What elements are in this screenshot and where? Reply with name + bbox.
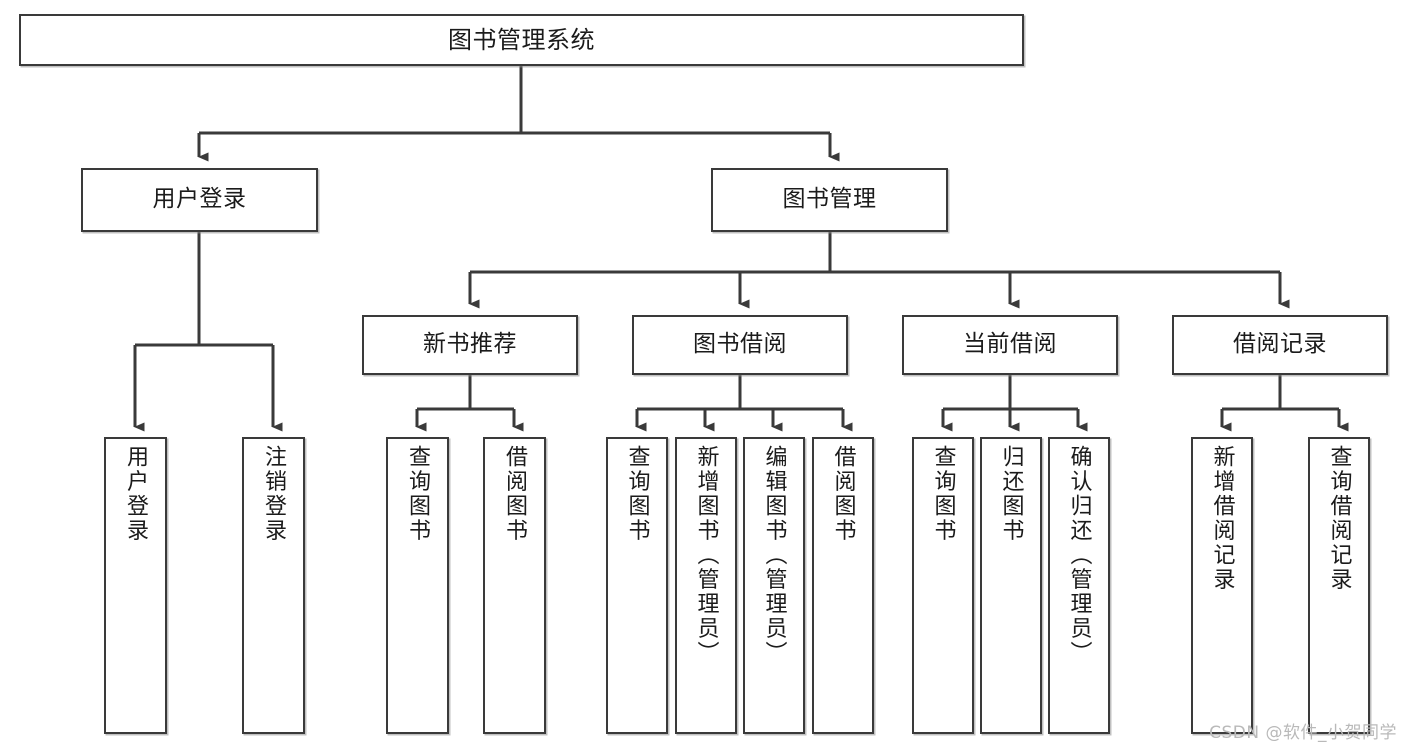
edges-newbookrec-to-leaves bbox=[415, 375, 524, 432]
node-label: 注销登录 bbox=[261, 445, 287, 543]
node-borrow-record[interactable]: 借阅记录 bbox=[1172, 315, 1388, 375]
edges-root-to-level2 bbox=[197, 66, 840, 162]
node-leaf-user-logout[interactable]: 注销登录 bbox=[242, 437, 305, 734]
edges-userlogin-to-leaves bbox=[133, 232, 283, 432]
node-label: 新增借阅记录 bbox=[1209, 445, 1235, 592]
node-label: 新增图书（管理员） bbox=[693, 445, 719, 666]
node-root-book-management-system[interactable]: 图书管理系统 bbox=[19, 14, 1024, 66]
node-leaf-add-borrow-record[interactable]: 新增借阅记录 bbox=[1191, 437, 1253, 734]
node-leaf-edit-book-admin[interactable]: 编辑图书（管理员） bbox=[743, 437, 805, 734]
node-label: 借阅图书 bbox=[830, 445, 856, 543]
node-label: 新书推荐 bbox=[423, 331, 517, 358]
node-label: 查询图书 bbox=[405, 445, 431, 543]
node-leaf-borrow-book-recommendation[interactable]: 借阅图书 bbox=[483, 437, 546, 734]
node-book-borrow[interactable]: 图书借阅 bbox=[632, 315, 848, 375]
node-label: 图书借阅 bbox=[693, 331, 787, 358]
node-label: 查询图书 bbox=[930, 445, 956, 543]
edges-bookborrow-to-leaves bbox=[635, 375, 853, 432]
node-label: 图书管理系统 bbox=[448, 25, 595, 54]
watermark-text: CSDN @软件_小贺同学 bbox=[1209, 723, 1397, 743]
node-leaf-borrow-book[interactable]: 借阅图书 bbox=[812, 437, 874, 734]
node-leaf-user-login[interactable]: 用户登录 bbox=[104, 437, 167, 734]
edges-bookmanage-to-level3 bbox=[468, 232, 1290, 309]
node-label: 借阅图书 bbox=[502, 445, 528, 543]
node-book-management[interactable]: 图书管理 bbox=[711, 168, 948, 232]
node-label: 用户登录 bbox=[123, 445, 149, 543]
node-leaf-query-borrow-record[interactable]: 查询借阅记录 bbox=[1308, 437, 1370, 734]
node-leaf-confirm-return-admin[interactable]: 确认归还（管理员） bbox=[1048, 437, 1110, 734]
edges-currentborrow-to-leaves bbox=[941, 375, 1088, 432]
node-label: 借阅记录 bbox=[1233, 331, 1327, 358]
node-leaf-query-book-current[interactable]: 查询图书 bbox=[912, 437, 974, 734]
edges-borrowrecord-to-leaves bbox=[1220, 375, 1349, 432]
node-label: 编辑图书（管理员） bbox=[761, 445, 787, 666]
node-label: 查询图书 bbox=[624, 445, 650, 543]
node-label: 确认归还（管理员） bbox=[1066, 445, 1092, 666]
node-leaf-add-book-admin[interactable]: 新增图书（管理员） bbox=[675, 437, 737, 734]
node-user-login[interactable]: 用户登录 bbox=[81, 168, 318, 232]
node-label: 查询借阅记录 bbox=[1326, 445, 1352, 592]
node-new-book-recommendation[interactable]: 新书推荐 bbox=[362, 315, 578, 375]
node-label: 用户登录 bbox=[152, 186, 247, 213]
node-label: 归还图书 bbox=[998, 445, 1024, 543]
node-label: 当前借阅 bbox=[963, 331, 1057, 358]
node-label: 图书管理 bbox=[782, 186, 877, 213]
node-leaf-query-book-recommendation[interactable]: 查询图书 bbox=[386, 437, 449, 734]
node-leaf-query-book-borrow[interactable]: 查询图书 bbox=[606, 437, 668, 734]
node-leaf-return-book[interactable]: 归还图书 bbox=[980, 437, 1042, 734]
node-current-borrow[interactable]: 当前借阅 bbox=[902, 315, 1118, 375]
